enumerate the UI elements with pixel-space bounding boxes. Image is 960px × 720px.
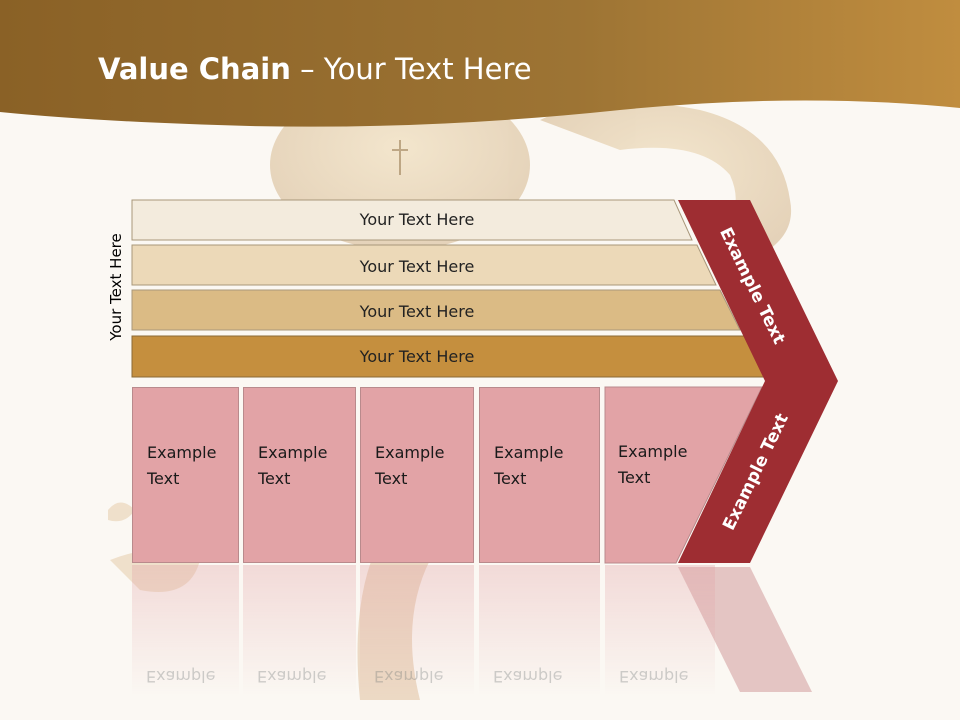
support-bar-4-label-area: Your Text Here bbox=[132, 336, 702, 376]
support-bar-1-label: Your Text Here bbox=[359, 209, 475, 229]
primary-box-5-shape bbox=[604, 386, 763, 564]
support-bar-4-label: Your Text Here bbox=[359, 346, 475, 366]
header-band bbox=[0, 0, 960, 127]
page-title: Value Chain – Your Text Here bbox=[98, 52, 532, 86]
primary-box-1-reflection: Example bbox=[132, 565, 239, 700]
support-bar-3-label-area: Your Text Here bbox=[132, 291, 702, 331]
primary-box-4-reflection: Example bbox=[479, 565, 600, 700]
support-bar-2 bbox=[131, 244, 717, 286]
support-bar-1 bbox=[131, 199, 693, 241]
primary-box-5-reflection: Example bbox=[605, 565, 715, 700]
chevron-reflection bbox=[678, 567, 812, 692]
support-bar-2-label-area: Your Text Here bbox=[132, 246, 702, 286]
support-bar-3 bbox=[131, 289, 741, 331]
margin-chevron bbox=[678, 200, 838, 563]
support-bar-2-label: Your Text Here bbox=[359, 256, 475, 276]
primary-box-3-reflection: Example bbox=[360, 565, 474, 700]
support-bar-3-label: Your Text Here bbox=[359, 301, 475, 321]
support-bar-1-label-area: Your Text Here bbox=[132, 199, 702, 239]
primary-box-2-reflection: Example bbox=[243, 565, 356, 700]
